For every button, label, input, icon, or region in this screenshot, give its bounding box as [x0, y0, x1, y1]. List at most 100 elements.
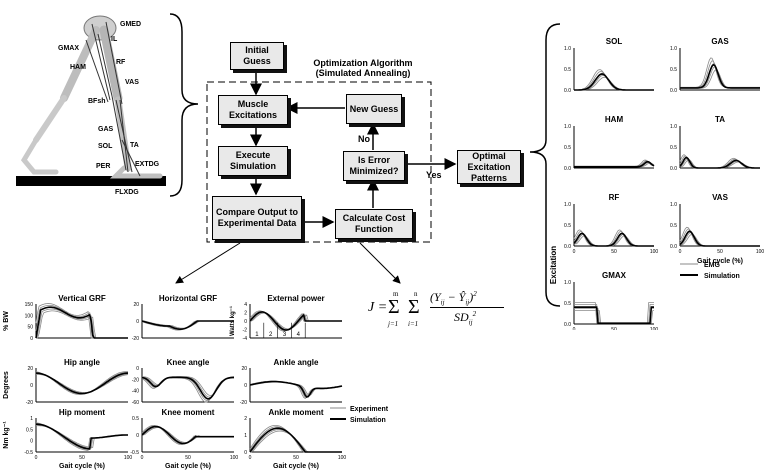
kinematics-title: Hip angle — [64, 358, 101, 367]
label-rf: RF — [116, 59, 126, 66]
label-vas: VAS — [125, 79, 139, 86]
kinematics-ytick: 2 — [244, 416, 247, 422]
kinematics-ytick: -40 — [132, 389, 139, 395]
excitation-xtick: 100 — [650, 249, 659, 255]
excitation-title-gas: GAS — [711, 37, 729, 46]
excitation-svg: SOL0.00.51.0GAS0.00.51.0HAM0.00.51.0TA0.… — [549, 37, 764, 343]
label-flxdg: FLXDG — [115, 189, 139, 196]
excitation-plot-ta: TA0.00.51.0 — [670, 115, 760, 172]
kinematics-ytick: -0.5 — [130, 450, 139, 456]
sum1-bottom: j=1 — [388, 320, 399, 328]
excitation-ytick: 0.0 — [670, 88, 677, 94]
kinematics-xtick: 100 — [338, 455, 347, 461]
kinematics-ytick: 0 — [244, 319, 247, 325]
simulation-line — [141, 320, 234, 331]
excitation-xtick: 50 — [611, 249, 617, 255]
kinematics-ytick: 0 — [136, 433, 139, 439]
sum2-sigma: Σ — [408, 296, 420, 318]
algorithm-frame — [206, 81, 432, 243]
back-foot — [20, 137, 59, 175]
kinematics-ytick: 2 — [244, 311, 247, 317]
kinematics-ytick: -2 — [243, 328, 248, 334]
excitation-ytick: 0.0 — [564, 166, 571, 172]
yes-label: Yes — [426, 170, 442, 180]
excitation-title-vas: VAS — [712, 193, 729, 202]
kinematics-ytick: 4 — [244, 302, 247, 308]
experiment-line — [35, 304, 128, 339]
kinematics-title: Horizontal GRF — [159, 294, 217, 303]
den-sub: ij — [468, 318, 473, 327]
excitation-ytick: 1.0 — [564, 124, 571, 130]
kinematics-xtick: 0 — [35, 455, 38, 461]
label-sol: SOL — [98, 143, 113, 150]
is-error-minimized-box: Is Error Minimized? — [343, 151, 405, 181]
kinematics-xtick: 100 — [124, 455, 133, 461]
kinematics-ytick: 0.5 — [132, 416, 139, 422]
simulation-line — [573, 232, 654, 247]
legend-experiment-label: Experiment — [350, 406, 389, 413]
kinematics-ytick: -20 — [132, 377, 139, 383]
kinematics-ytick: -20 — [132, 336, 139, 342]
kinematics-xlabel: Gait cycle (%) — [273, 463, 319, 470]
initial-guess-box: Initial Guess — [230, 42, 284, 70]
num-exp: 2 — [473, 290, 477, 298]
experiment-line — [35, 306, 128, 339]
power-ylabel: Watts kg⁻¹ — [229, 306, 236, 336]
experiment-line — [35, 308, 128, 339]
experiment-line — [141, 320, 234, 331]
power-phase-label: 1 — [255, 332, 259, 338]
label-gmax: GMAX — [58, 45, 79, 52]
kinematics-ytick: 0 — [244, 450, 247, 456]
front-foot — [109, 165, 163, 179]
kinematics-xlabel: Gait cycle (%) — [165, 463, 211, 470]
excitation-ytick: 0.0 — [670, 166, 677, 172]
excitation-ytick: 1.0 — [670, 46, 677, 52]
simulation-line — [249, 380, 343, 398]
excitation-ytick: 0.5 — [670, 145, 677, 151]
excitation-xtick: 0 — [679, 249, 682, 255]
excitation-xtick: 50 — [611, 327, 617, 330]
kinematics-row-ylabel: Degrees — [3, 371, 10, 399]
excitation-title-sol: SOL — [606, 37, 623, 46]
experiment-line — [141, 377, 234, 403]
kinematics-title: Knee moment — [162, 408, 215, 417]
kinematics-xtick: 50 — [185, 455, 191, 461]
muscle-lines — [85, 21, 141, 177]
skeleton-brace — [169, 13, 199, 197]
simulation-line — [679, 230, 760, 247]
label-extdg: EXTDG — [135, 161, 160, 168]
simulation-line — [35, 372, 129, 395]
experiment-line — [35, 372, 128, 395]
excitation-ytick: 0.5 — [564, 223, 571, 229]
kinematics-title: Hip moment — [59, 408, 106, 417]
experiment-line — [141, 426, 234, 444]
ground-bar — [16, 176, 166, 186]
excitation-ytick: 0.5 — [564, 145, 571, 151]
equation-numerator: (Yij − Ŷij)2 — [430, 290, 477, 306]
num-sub2: ij — [465, 298, 470, 307]
kinematics-title: Ankle moment — [268, 408, 323, 417]
muscle-label-group: GMED IL GMAX RF HAM VAS BFsh GAS TA SOL … — [58, 21, 160, 196]
algorithm-title-line2: (Simulated Annealing) — [315, 68, 411, 78]
power-phase-label: 2 — [269, 332, 273, 338]
excitation-title-gmax: GMAX — [602, 271, 627, 280]
emg-line — [679, 228, 760, 247]
kinematics-title: Vertical GRF — [58, 294, 106, 303]
excitation-title-rf: RF — [609, 193, 620, 202]
simulation-line — [680, 63, 760, 89]
excitation-ytick: 1.0 — [670, 124, 677, 130]
calculate-cost-box: Calculate Cost Function — [335, 209, 413, 239]
kinematics-ytick: 20 — [27, 366, 33, 372]
experiment-line — [141, 376, 234, 400]
legend-emg-label: EMG — [704, 262, 721, 269]
excitation-ytick: 0.0 — [564, 322, 571, 328]
excitation-ytick: 0.5 — [670, 223, 677, 229]
